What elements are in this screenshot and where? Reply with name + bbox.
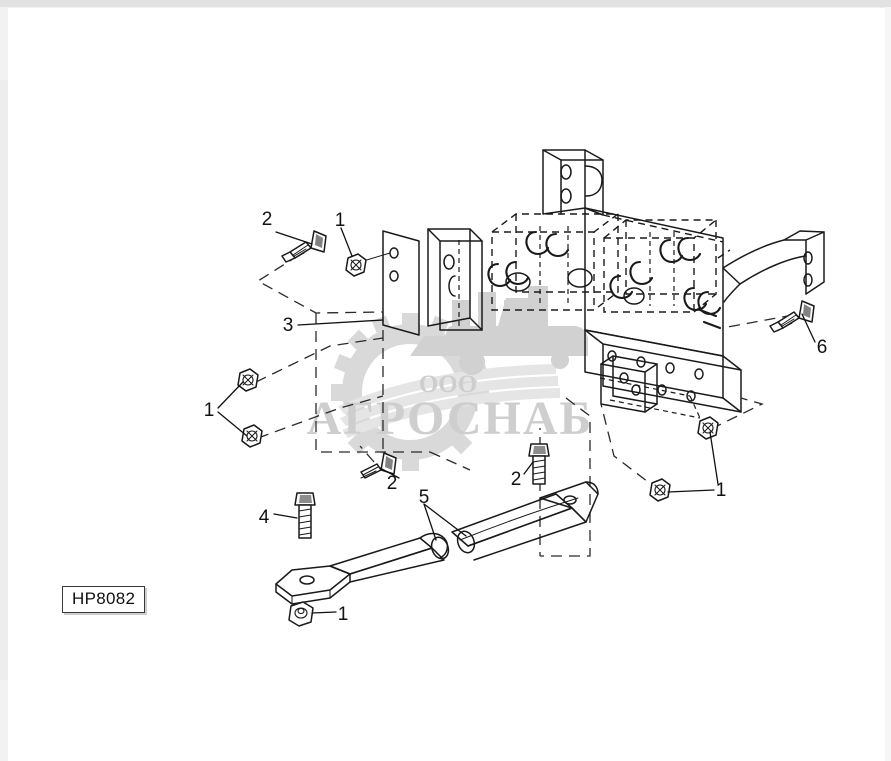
lock-nut-right-lower (649, 478, 671, 502)
lock-nut-left-upper (237, 368, 259, 392)
lock-nut-left-lower (241, 424, 263, 448)
lock-nut-upper-left (345, 253, 367, 277)
callout-numbers: 2 1 3 1 6 2 2 4 5 1 1 (204, 209, 828, 625)
callout-number: 4 (259, 507, 270, 528)
callout-number: 2 (262, 209, 273, 230)
callout-number: 1 (204, 400, 215, 421)
watermark-company: АГРОСНАБ (307, 392, 594, 445)
callout-number: 2 (511, 469, 522, 490)
callout-number: 3 (283, 315, 294, 336)
draft-link-arm (275, 481, 599, 605)
window-chrome-right-edge (885, 7, 891, 761)
window-chrome-left-band (0, 80, 8, 680)
cap-screw-link-arm (294, 492, 316, 539)
cap-screw-upper-left (281, 230, 327, 263)
callout-number: 1 (716, 480, 727, 501)
part-number-tag: HP8082 (62, 586, 146, 613)
callout-number: 5 (419, 487, 430, 508)
watermark-prefix: ООО (419, 371, 477, 398)
pin-clips (698, 308, 722, 330)
cap-screw-centre-vertical (528, 443, 550, 485)
lock-nut-right-upper (697, 416, 719, 440)
callout-leaders (217, 227, 816, 614)
right-extension-arm (717, 230, 825, 303)
callout-number: 1 (338, 604, 349, 625)
cap-screw-right (769, 300, 815, 333)
watermark-swoosh (338, 364, 560, 438)
cap-screw-centre-left (360, 452, 397, 479)
callout-number: 2 (387, 473, 398, 494)
main-bracket-assembly (359, 149, 825, 419)
lower-flange-plate (584, 329, 742, 419)
watermark-harvester-icon (410, 286, 588, 375)
window-chrome-top-bar (0, 0, 891, 8)
upright-mount-tab (542, 149, 604, 216)
lock-nut-link-arm (288, 601, 314, 627)
watermark-agrosnab: ООО АГРОСНАБ (307, 286, 594, 471)
left-u-bracket (427, 228, 483, 331)
callout-number: 1 (335, 210, 346, 231)
callout-number: 6 (817, 337, 828, 358)
small-angle-bracket (600, 355, 658, 413)
centre-manifold-body (487, 213, 722, 316)
